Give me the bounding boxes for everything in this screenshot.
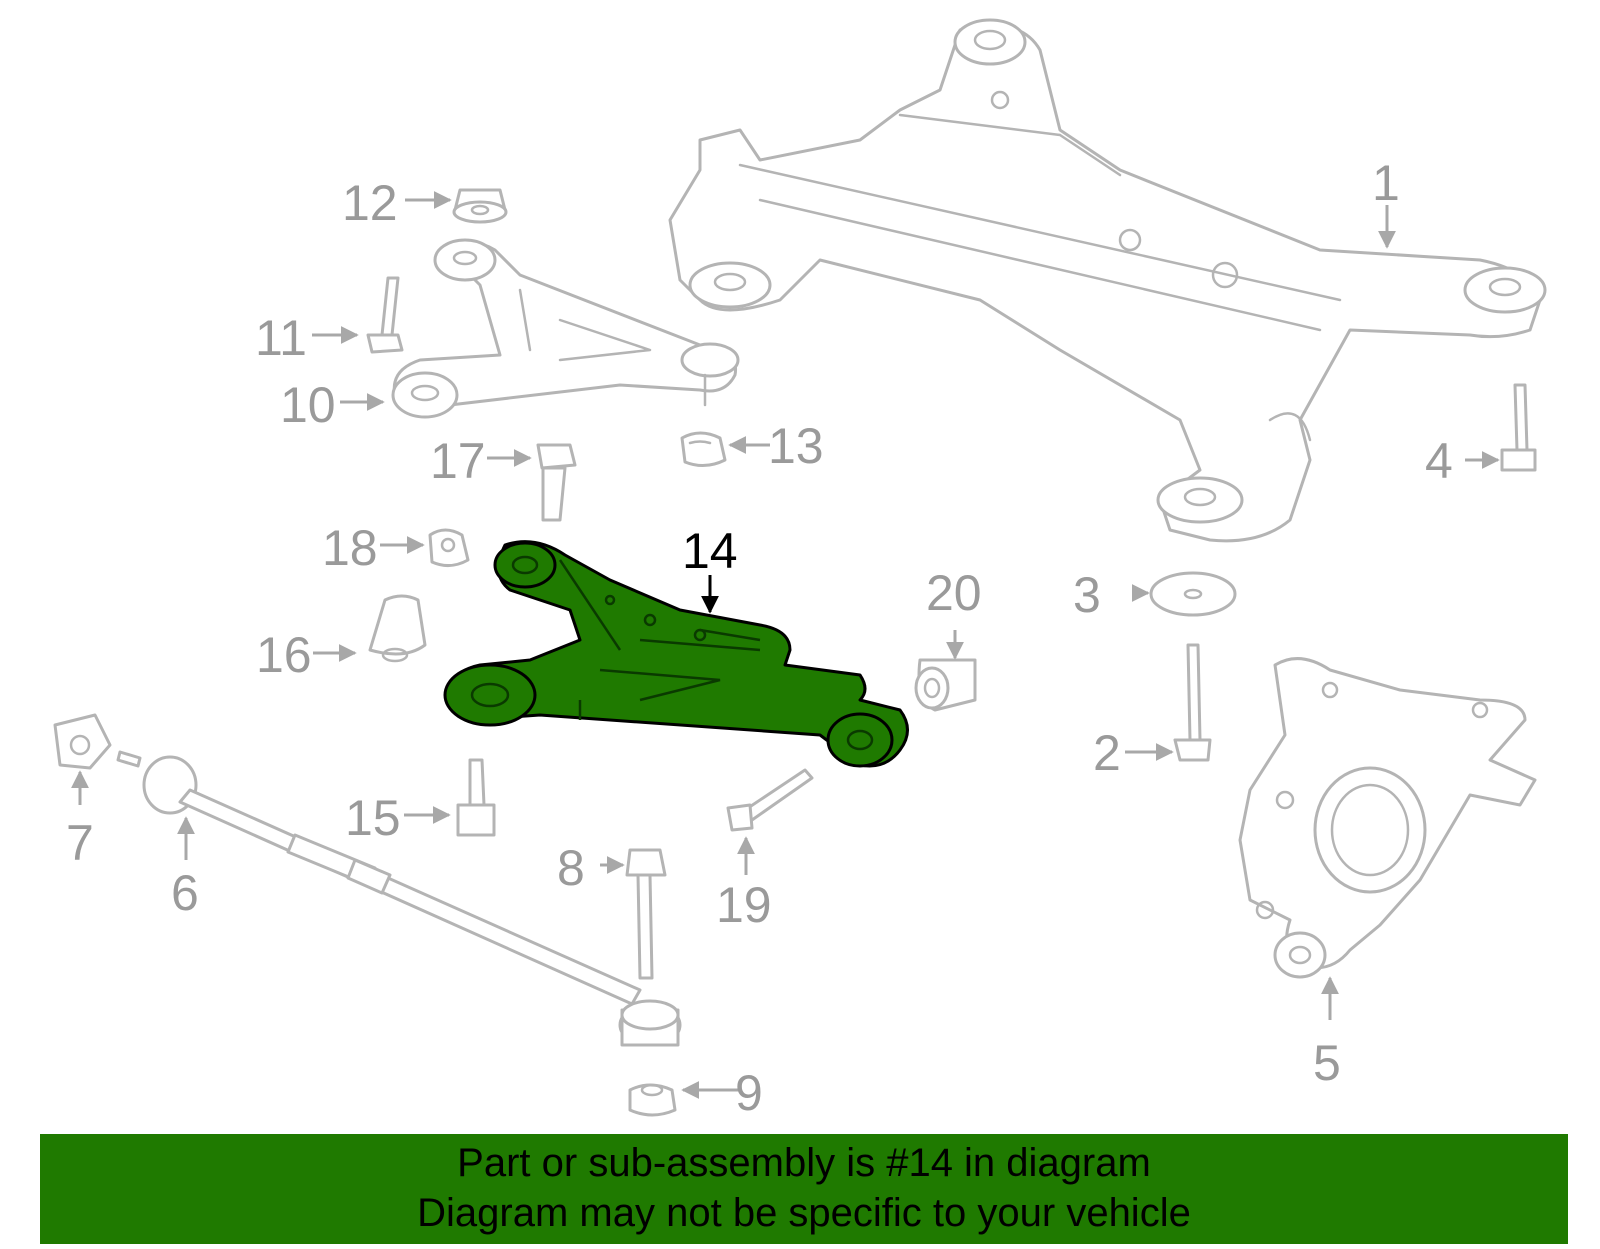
callout-4: 4 (1425, 433, 1453, 489)
bolt-part-11 (366, 276, 404, 354)
callout-13: 13 (768, 418, 824, 474)
washer-part-3 (1149, 571, 1237, 617)
callout-5: 5 (1313, 1035, 1341, 1091)
footer-line-2: Diagram may not be specific to your vehi… (417, 1191, 1191, 1235)
knuckle-part-5 (1238, 657, 1537, 979)
bolt-part-4 (1500, 383, 1537, 472)
bolt-part-2 (1173, 643, 1212, 762)
callout-1: 1 (1372, 155, 1400, 211)
leader-lines (71, 191, 1500, 1099)
footer-banner: Part or sub-assembly is #14 in diagram D… (40, 1134, 1568, 1244)
nut-part-12 (452, 188, 508, 224)
callout-19: 19 (716, 877, 772, 933)
callout-16: 16 (256, 627, 312, 683)
bolt-part-17 (536, 443, 577, 522)
bolt-part-8 (625, 848, 667, 980)
callout-18: 18 (322, 520, 378, 576)
callout-2: 2 (1093, 725, 1121, 781)
callout-12: 12 (342, 175, 398, 231)
nut-part-18 (428, 528, 470, 567)
callout-15: 15 (345, 790, 401, 846)
callout-6: 6 (171, 865, 199, 921)
callout-labels: 1 2 3 4 5 6 7 8 9 10 11 12 13 14 15 16 1… (66, 155, 1453, 1121)
upper-arm-part-10 (391, 238, 740, 419)
callout-3: 3 (1073, 567, 1101, 623)
bump-stop-part-16 (368, 594, 427, 663)
callout-9: 9 (735, 1065, 763, 1121)
callout-11: 11 (255, 310, 307, 366)
callout-20: 20 (926, 565, 982, 621)
bolt-part-15 (456, 758, 496, 837)
bolt-part-19 (726, 768, 814, 832)
nut-part-9 (628, 1083, 677, 1117)
tie-rod-part-6 (116, 750, 682, 1047)
subframe-part-1 (668, 18, 1547, 543)
bushing-part-20 (914, 658, 977, 712)
callout-8: 8 (557, 840, 585, 896)
nut-part-13 (680, 431, 727, 467)
callout-10: 10 (280, 377, 336, 433)
callout-7: 7 (66, 815, 94, 871)
callout-14: 14 (682, 523, 738, 579)
lower-control-arm-part-14 (443, 540, 909, 768)
callout-17: 17 (430, 433, 486, 489)
nut-part-7 (53, 713, 112, 770)
parts-diagram: 1 2 3 4 5 6 7 8 9 10 11 12 13 14 15 16 1… (53, 18, 1547, 1121)
footer-line-1: Part or sub-assembly is #14 in diagram (457, 1141, 1151, 1185)
